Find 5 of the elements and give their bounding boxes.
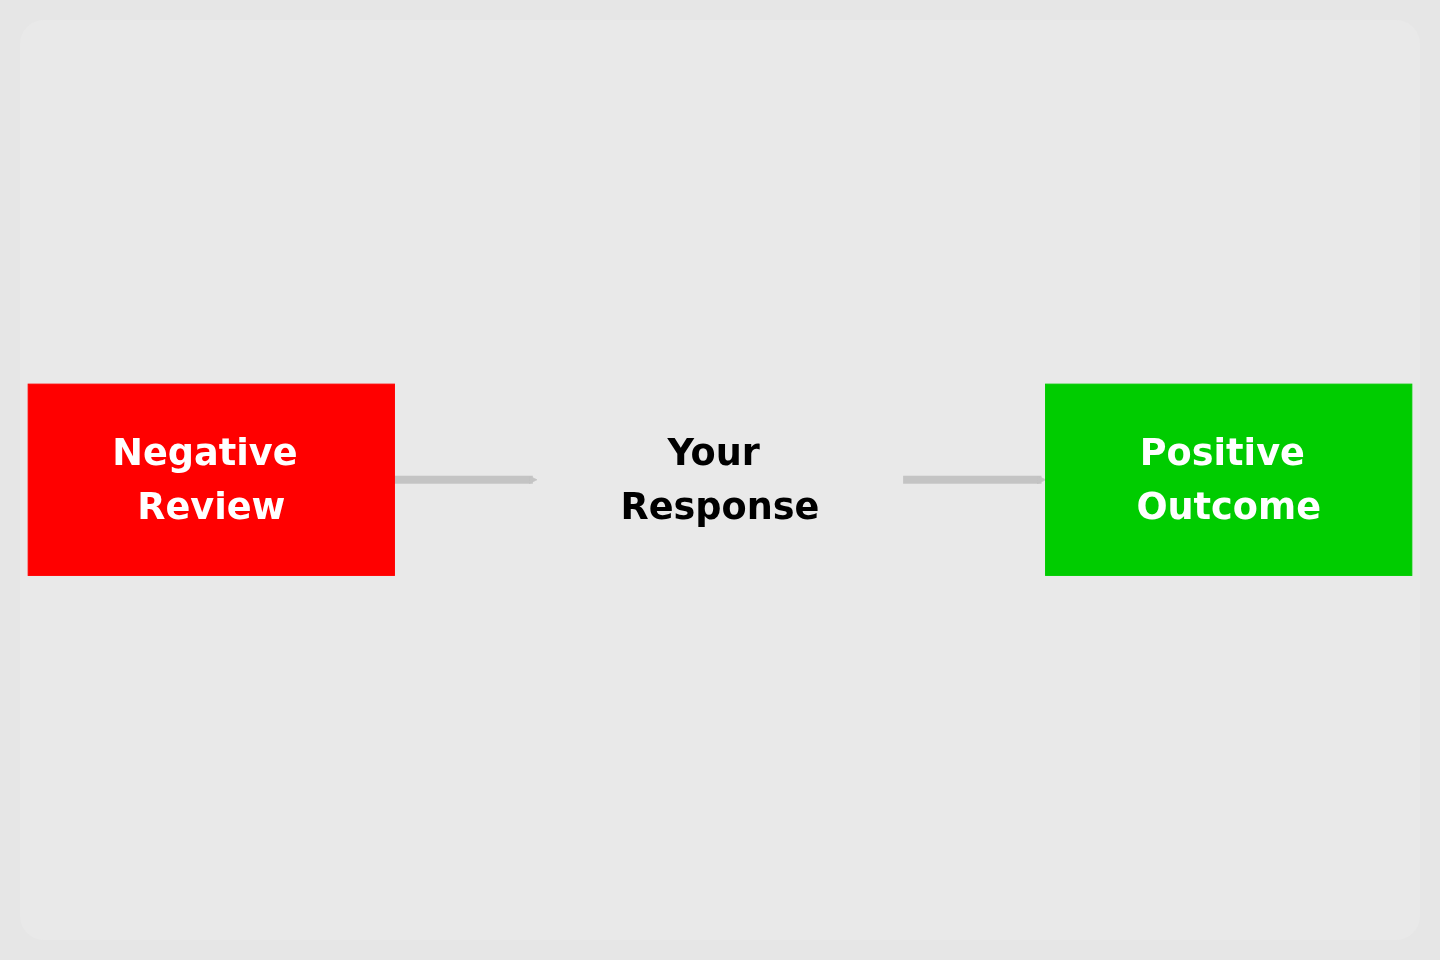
node-text: Your Response	[620, 431, 820, 528]
node-box: Positive Outcome	[1045, 383, 1413, 577]
arrow	[394, 475, 538, 485]
node-box: Negative Review	[27, 383, 395, 577]
arrow	[903, 475, 1046, 485]
